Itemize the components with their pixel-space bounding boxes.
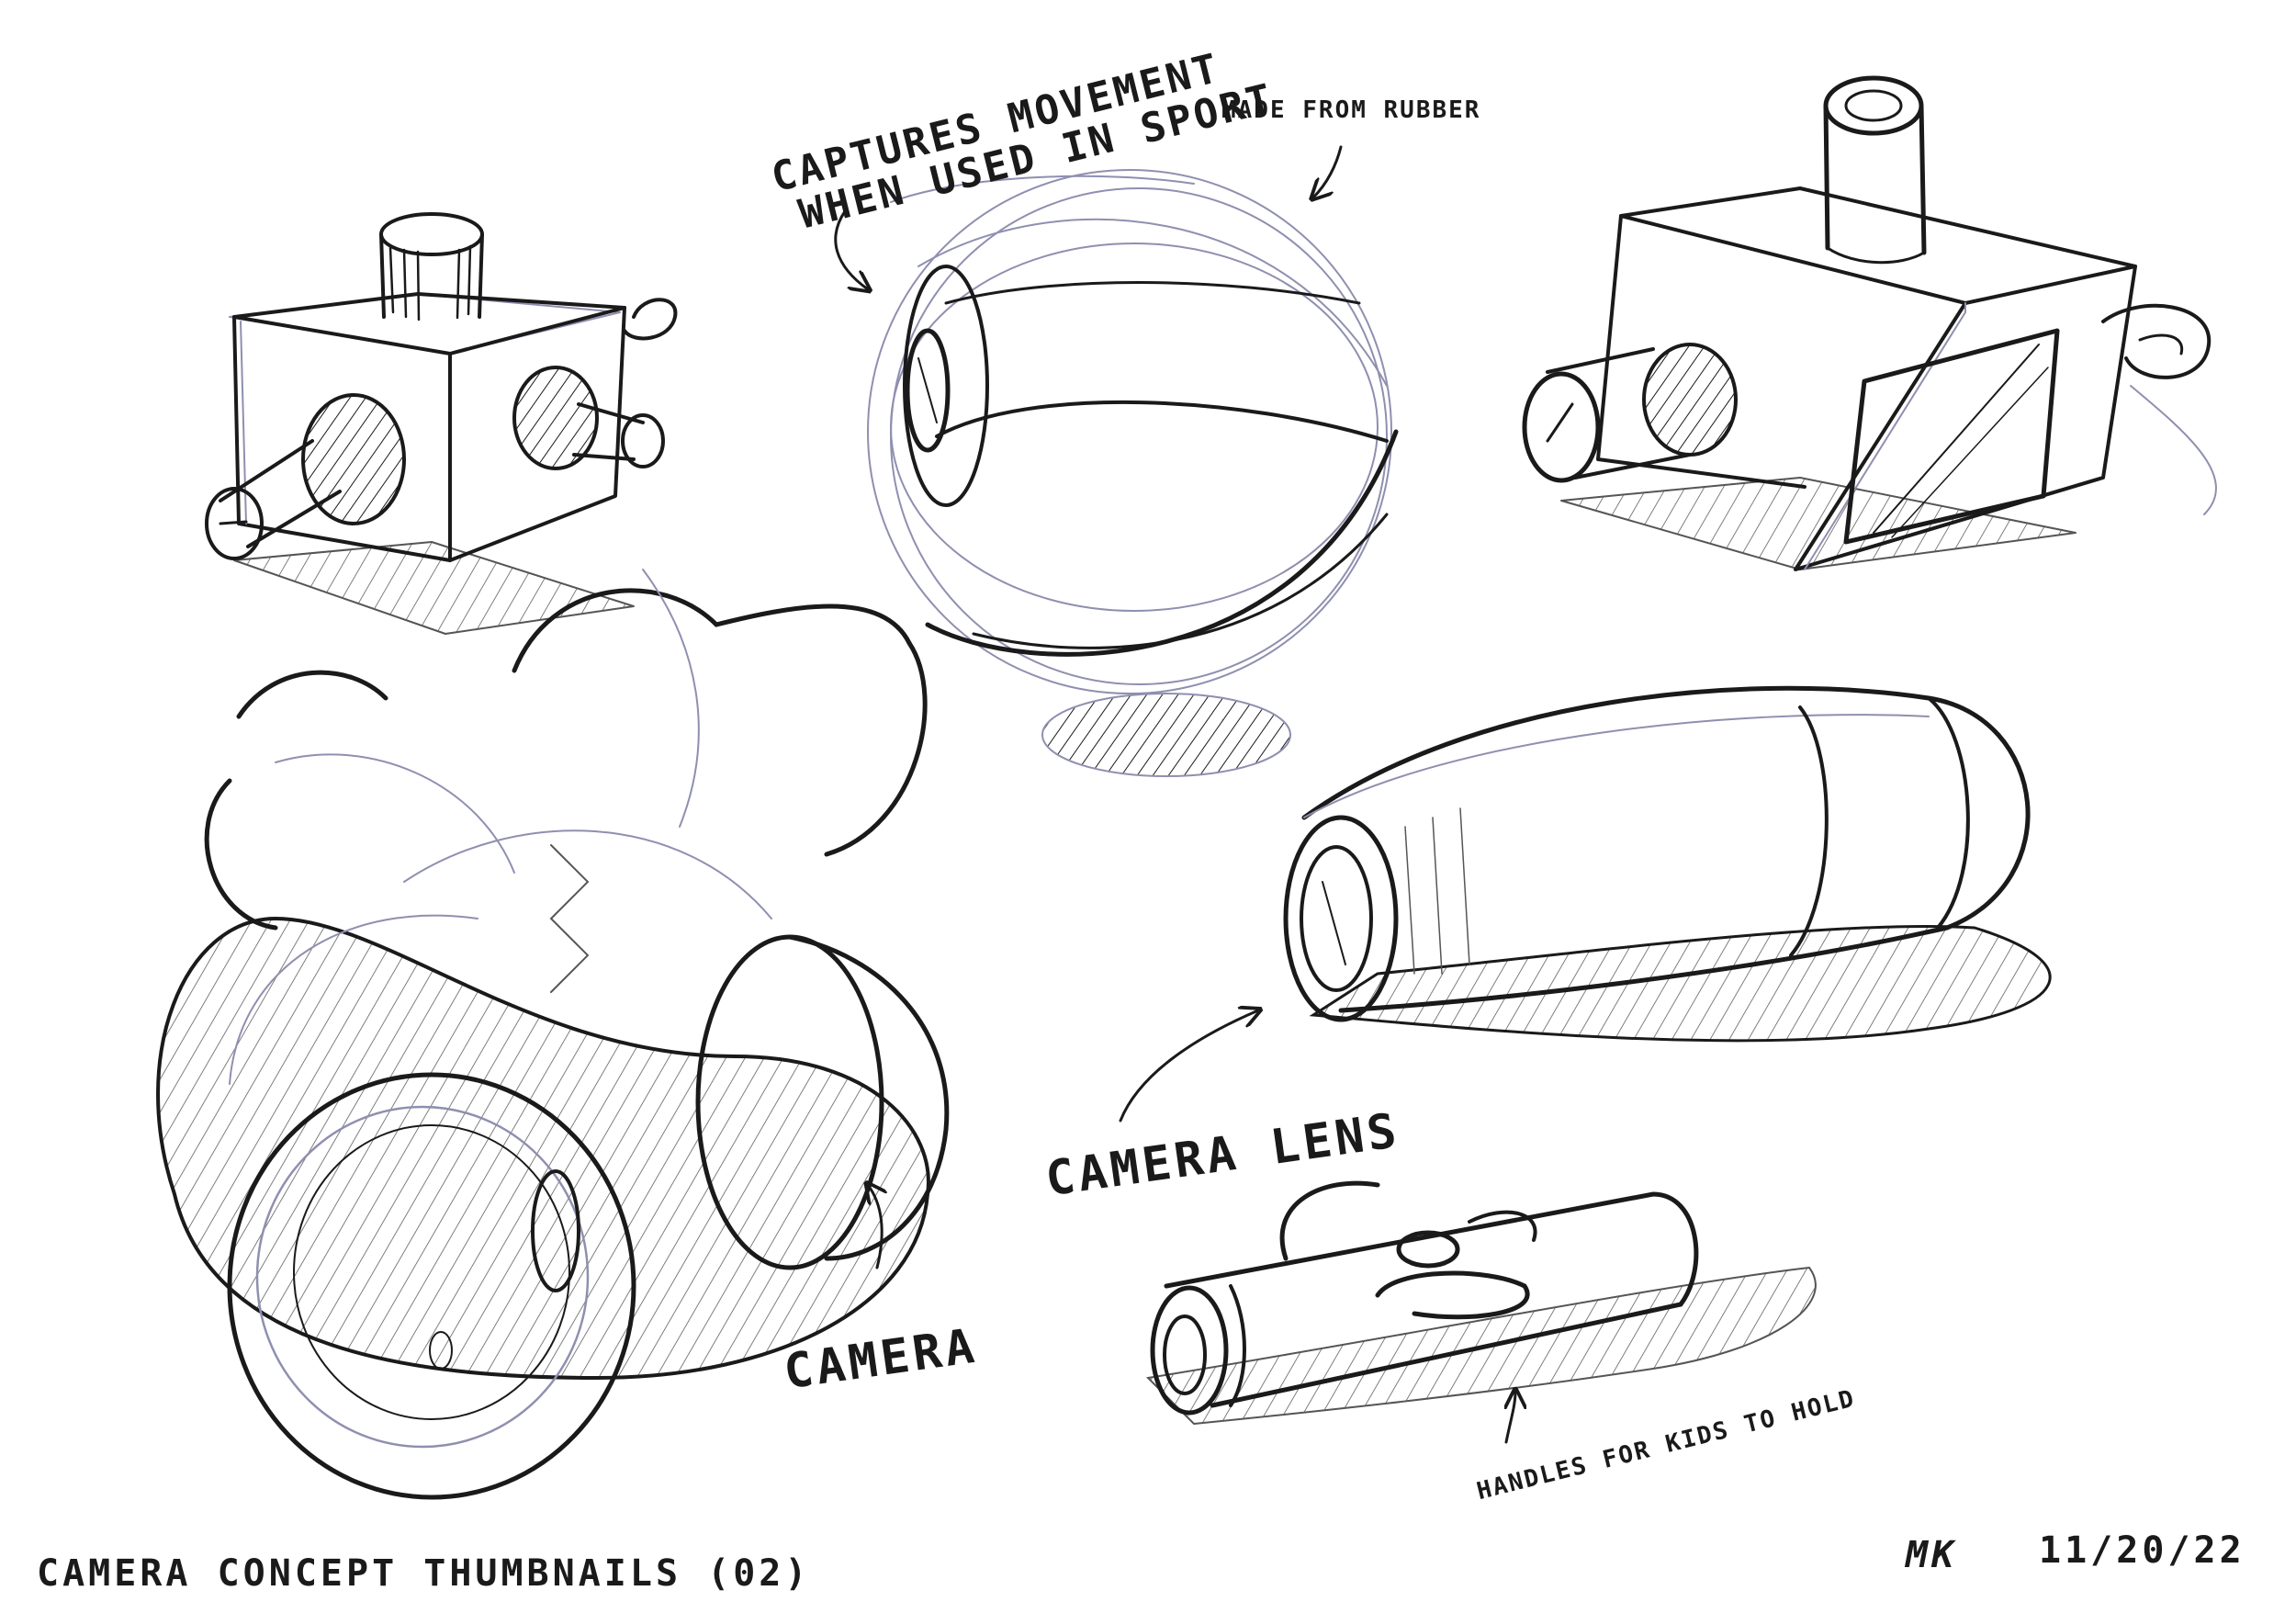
sheet-date: 11/20/22 [2039, 1529, 2245, 1572]
annotation-made-from-rubber: MADE FROM RUBBER [1221, 96, 1481, 124]
ball-camera-sketch [867, 169, 1399, 777]
annotation-arrows [834, 145, 1515, 1444]
cube-camera-sketch [205, 212, 678, 635]
large-cube-camera-sketch [1522, 75, 2217, 571]
tube-camera-sketch [1145, 1180, 1817, 1426]
sheet-title: CAMERA CONCEPT THUMBNAILS (02) [37, 1552, 811, 1595]
artist-initials: MK [1906, 1534, 1958, 1576]
cone-camera-sketch [1283, 685, 2052, 1043]
